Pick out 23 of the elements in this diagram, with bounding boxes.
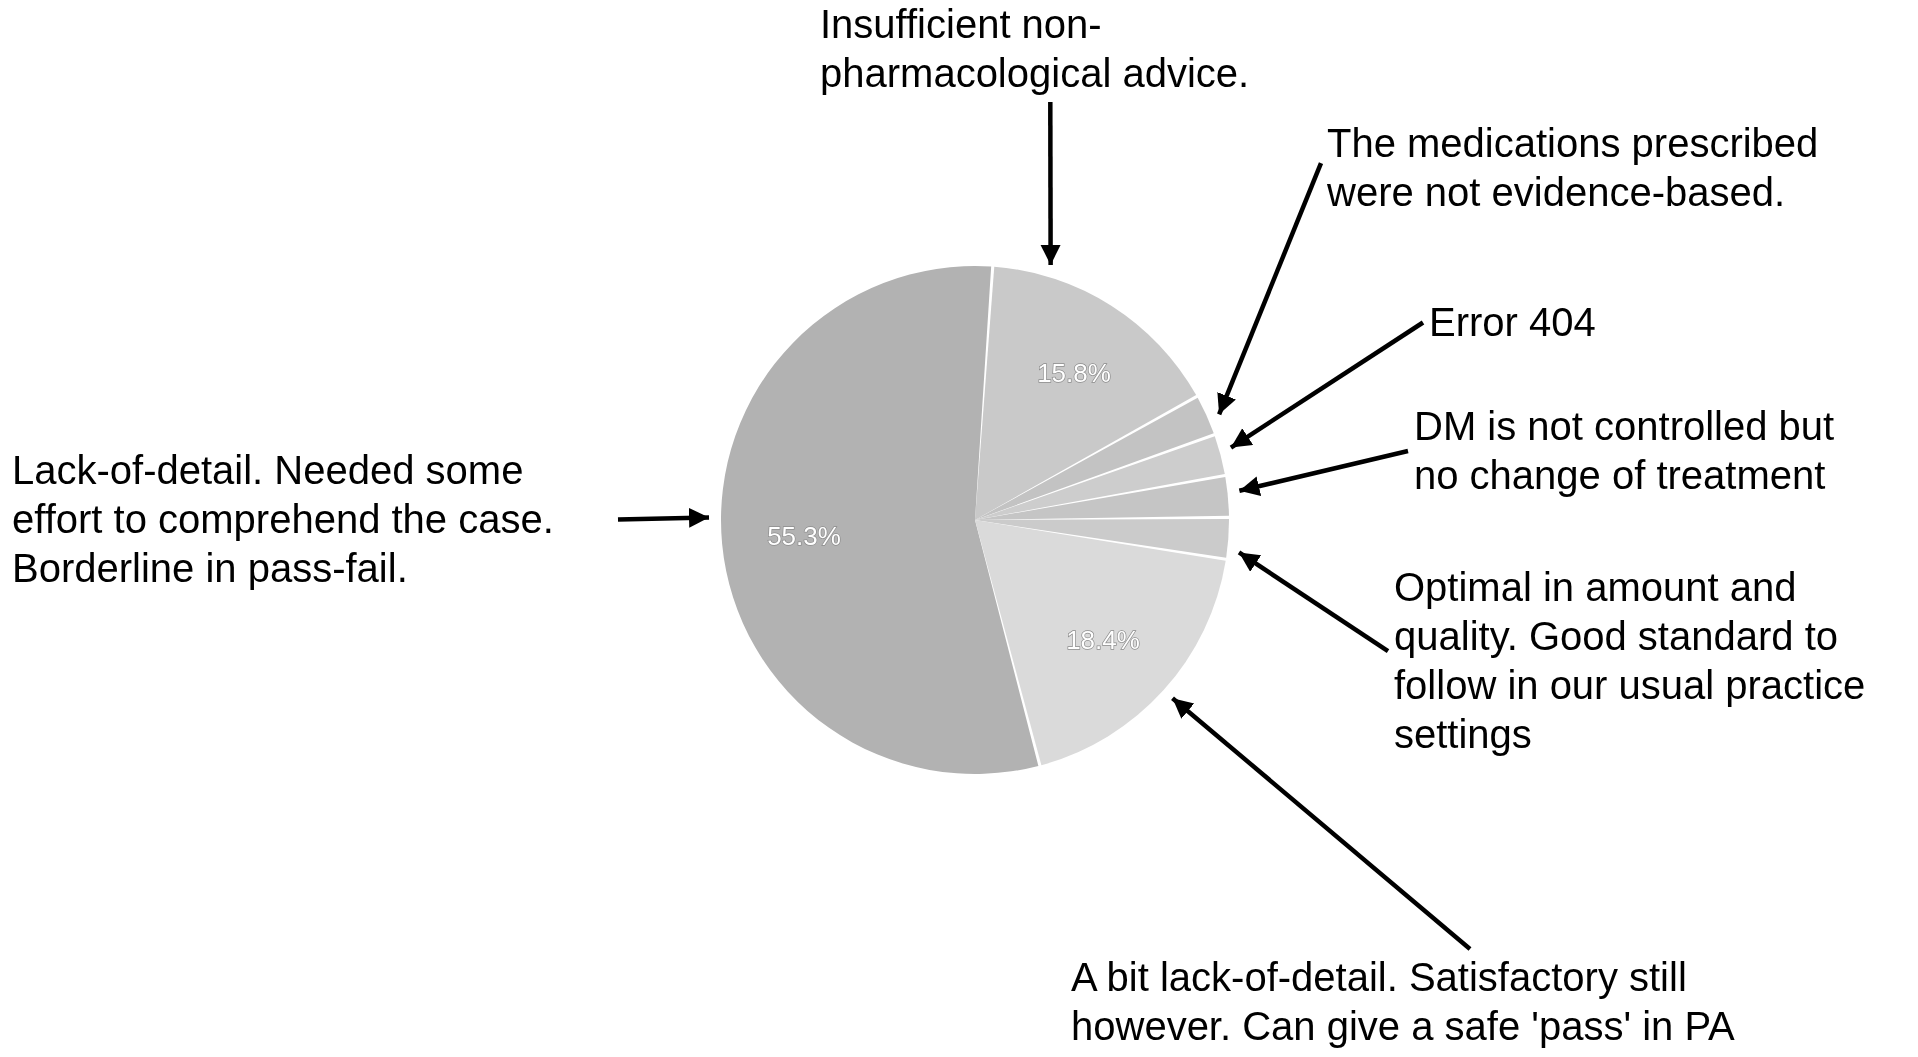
percentage-label: 15.8% bbox=[1037, 358, 1111, 388]
pie-slice bbox=[975, 477, 1229, 520]
pie-slice bbox=[721, 266, 1039, 774]
arrow bbox=[617, 507, 710, 528]
pie-slice bbox=[975, 436, 1225, 520]
arrow bbox=[1229, 320, 1425, 450]
callout-text: Optimal in amount and quality. Good standard to follow in our usual practice settings bbox=[1394, 563, 1904, 759]
percentage-label: 55.3% bbox=[767, 521, 841, 551]
pie-slice bbox=[975, 397, 1214, 520]
arrow bbox=[1237, 550, 1390, 654]
callout-text: Error 404 bbox=[1429, 298, 1729, 347]
arrow bbox=[1040, 102, 1061, 265]
pie-slice bbox=[975, 520, 1226, 766]
arrow bbox=[1171, 696, 1472, 951]
callout-text: Insufficient non-pharmacological advice. bbox=[820, 0, 1290, 98]
arrow bbox=[1217, 162, 1324, 416]
pie-slice bbox=[975, 266, 1197, 520]
callout-text: Lack-of-detail. Needed some effort to comprehend the case. Borderline in pass-fail. bbox=[12, 446, 612, 593]
callout-text: A bit lack-of-detail. Satisfactory still however. Can give a safe 'pass' in PA bbox=[1071, 953, 1771, 1051]
pie-slice bbox=[975, 518, 1229, 558]
callout-text: The medications prescribed were not evidence-based. bbox=[1327, 119, 1867, 217]
arrow bbox=[1238, 448, 1409, 496]
callout-text: DM is not controlled but no change of treatment bbox=[1414, 402, 1884, 500]
